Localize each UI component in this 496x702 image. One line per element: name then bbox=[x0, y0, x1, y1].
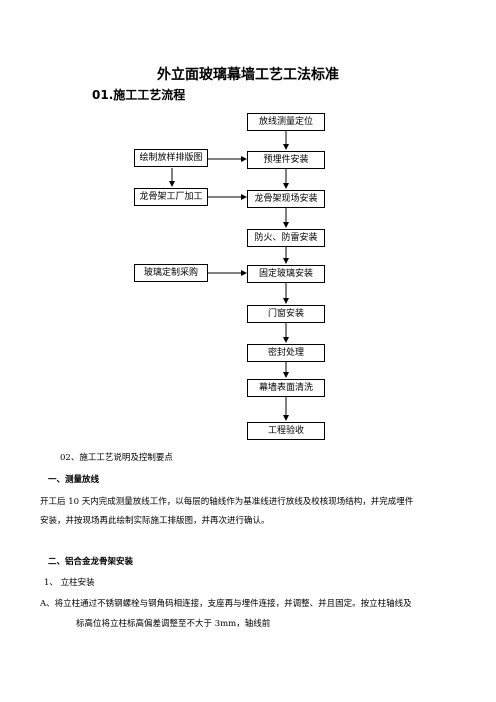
s1-paragraph-line-2: 安装，并按现场再此绘制实际施工排版图，并再次进行确认。 bbox=[40, 516, 270, 526]
flow-box-glass-procurement: 玻璃定制采购 bbox=[134, 264, 208, 282]
section-2-heading: 02、施工工艺说明及控制要点 bbox=[60, 453, 173, 463]
s2-item-1: 1、 立柱安装 bbox=[44, 578, 95, 588]
flow-box-doors-windows: 门窗安装 bbox=[247, 305, 325, 323]
flow-box-layout-drawing: 绘制放样排版图 bbox=[134, 149, 208, 167]
flow-box-frame-install: 龙骨架现场安装 bbox=[247, 190, 325, 208]
document-title: 外立面玻璃幕墙工艺工法标准 bbox=[157, 67, 339, 83]
section-flow-title: 01.施工工艺流程 bbox=[92, 88, 186, 102]
flow-box-embedded-parts: 预埋件安装 bbox=[247, 151, 325, 169]
s2-heading: 二、铝合金龙骨架安装 bbox=[48, 557, 134, 567]
s1-paragraph-line-1: 开工后 10 天内完成测量放线工作，以每层的轴线作为基准线进行放线及校核现场结构… bbox=[40, 497, 414, 507]
flow-box-survey: 放线测量定位 bbox=[247, 113, 325, 131]
flow-box-acceptance: 工程验收 bbox=[247, 422, 325, 440]
s2-a-line-2: 标高位将立柱标高偏差调整至不大于 3mm，轴线前 bbox=[76, 619, 271, 629]
flowchart-connectors bbox=[169, 130, 289, 421]
flow-box-factory-processing: 龙骨架工厂加工 bbox=[134, 188, 208, 206]
flow-box-cleaning: 幕墙表面清洗 bbox=[247, 379, 325, 397]
s1-heading: 一、测量放线 bbox=[48, 475, 100, 485]
flow-box-fire-lightning: 防火、防雷安装 bbox=[247, 229, 325, 247]
flow-box-glass-install: 固定玻璃安装 bbox=[247, 265, 325, 283]
flow-box-sealing: 密封处理 bbox=[247, 344, 325, 362]
s2-a-line-1: A、将立柱通过不锈钢螺栓与钢角码相连接，支座再与埋件连接，并调整、并且固定。按立… bbox=[40, 599, 412, 609]
